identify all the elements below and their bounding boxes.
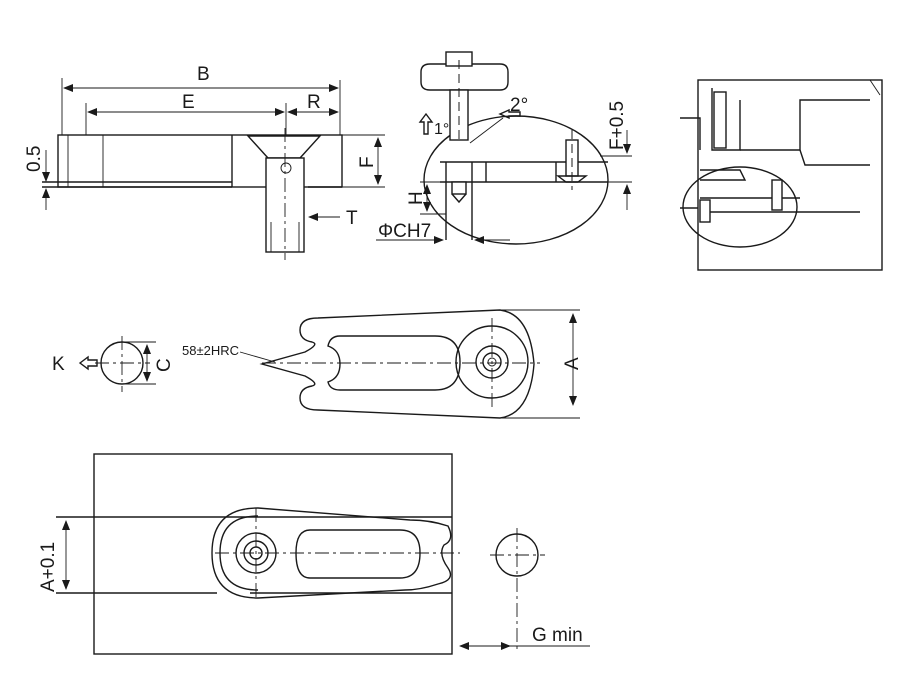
- label-A: A: [562, 357, 583, 370]
- wing-knob: [420, 63, 509, 91]
- label-R: R: [307, 92, 321, 113]
- link-slot: [327, 335, 461, 391]
- assembly-screw: [771, 179, 783, 211]
- assembly-ellipse: [682, 166, 798, 248]
- arrow-k-icon: [78, 355, 98, 371]
- label-phi: ΦCH7: [378, 221, 431, 242]
- arrow-left-icon: [498, 108, 521, 120]
- arrow-up-icon: [418, 112, 434, 135]
- label-G: G min: [532, 625, 583, 646]
- label-B: B: [197, 64, 210, 85]
- mold-plate: [93, 453, 453, 655]
- lower-pin: [451, 181, 467, 195]
- label-A-plus: A+0.1: [38, 542, 59, 592]
- installed-link: [211, 507, 452, 599]
- label-C: C: [154, 358, 175, 372]
- side-view: B E R 0.5 F T: [24, 64, 385, 260]
- label-hardness: 58±2HRC: [182, 343, 239, 358]
- assembly-view: [680, 79, 883, 271]
- label-F-plus: F+0.5: [607, 101, 628, 150]
- label-F: F: [357, 156, 378, 168]
- mounting-detail: 1° 2° F+0.5 H ΦCH7: [376, 51, 632, 245]
- label-E: E: [182, 92, 195, 113]
- link-top-view: K C 58±2HRC A: [52, 309, 583, 419]
- label-T: T: [346, 208, 358, 229]
- label-H: H: [406, 191, 427, 205]
- installed-slot: [295, 529, 421, 579]
- label-angle-one: 1°: [434, 121, 449, 138]
- assembly-bolt: [713, 91, 727, 149]
- label-K: K: [52, 354, 65, 375]
- assembly-pin: [699, 199, 711, 223]
- pin-hole: [280, 162, 292, 174]
- assembly-frame: [697, 79, 883, 271]
- installed-view: A+0.1 G min: [38, 453, 590, 655]
- label-gap: 0.5: [24, 146, 45, 172]
- label-angle-two: 2°: [510, 95, 528, 116]
- link-outline: [259, 309, 535, 419]
- bolt-head: [246, 135, 322, 159]
